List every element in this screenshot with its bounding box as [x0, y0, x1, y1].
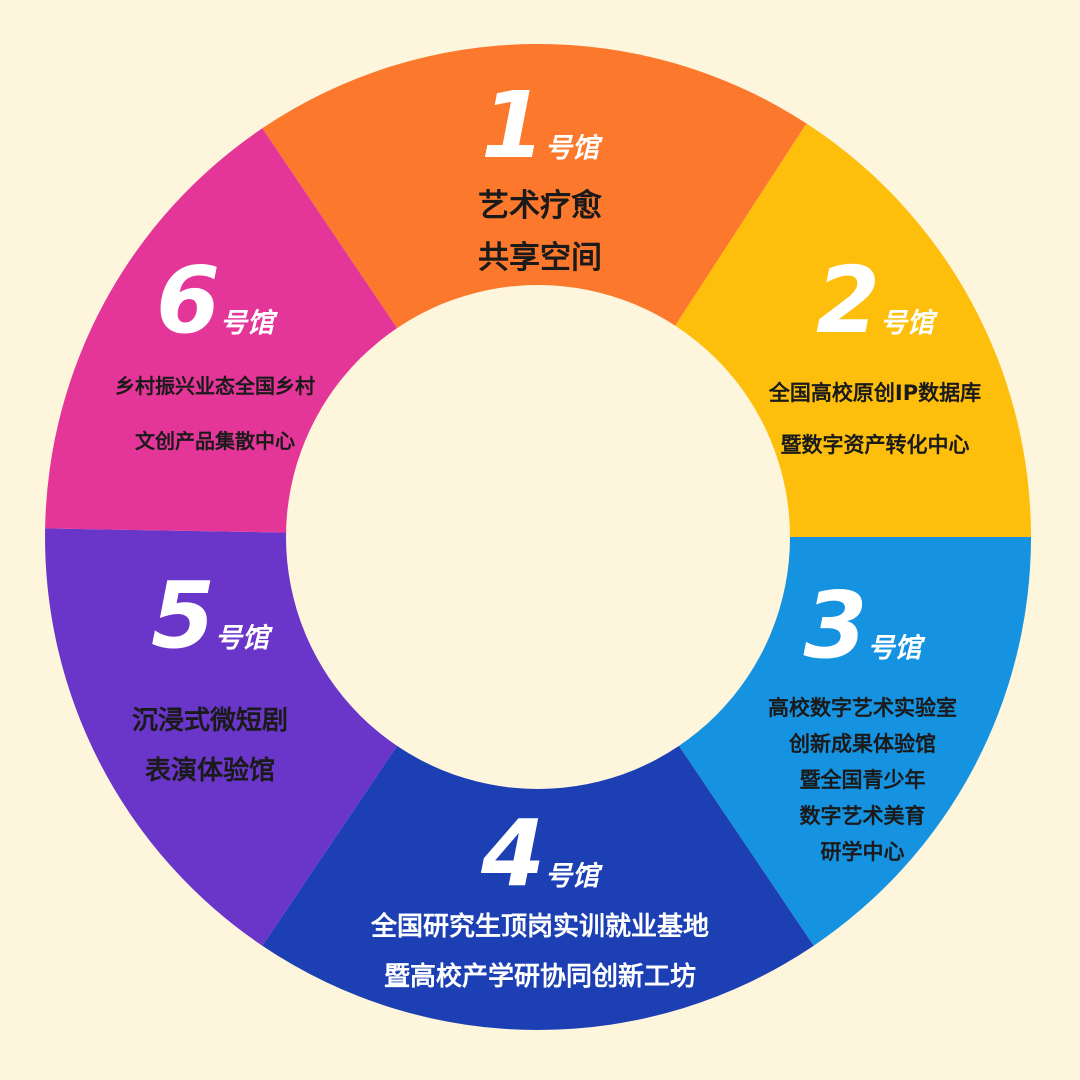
hall-2-label: 2号馆 全国高校原创IP数据库 暨数字资产转化中心: [735, 255, 1015, 471]
hall-2-number: 2: [815, 247, 880, 354]
hall-2-title: 2号馆: [735, 255, 1015, 347]
hall-3-suffix: 号馆: [867, 633, 922, 664]
hall-3-number: 3: [803, 572, 867, 679]
hall-1-line: 艺术疗愈: [478, 188, 602, 224]
hall-3-line: 数字艺术美育: [799, 804, 926, 828]
hall-1-label: 1号馆 艺术疗愈 共享空间: [390, 80, 690, 284]
hall-1-description: 艺术疗愈 共享空间: [390, 180, 690, 284]
hall-4-number: 4: [480, 800, 545, 907]
hall-3-description: 高校数字艺术实验室 创新成果体验馆 暨全国青少年 数字艺术美育 研学中心: [745, 690, 980, 870]
hall-3-line: 创新成果体验馆: [789, 732, 936, 756]
hall-2-line: 暨数字资产转化中心: [780, 433, 970, 457]
hall-2-suffix: 号馆: [880, 308, 934, 339]
hall-3-title: 3号馆: [745, 580, 980, 672]
hall-3-line: 暨全国青少年: [799, 768, 926, 792]
hall-5-description: 沉浸式微短剧 表演体验馆: [90, 696, 330, 796]
hall-4-line: 暨高校产学研协同创新工坊: [383, 962, 696, 992]
hall-2-line: 全国高校原创IP数据库: [768, 381, 982, 405]
hall-4-title: 4号馆: [330, 808, 750, 900]
hall-4-description: 全国研究生顶岗实训就业基地 暨高校产学研协同创新工坊: [330, 902, 750, 1002]
hall-6-title: 6号馆: [80, 255, 350, 347]
hall-1-title: 1号馆: [390, 80, 690, 172]
hall-5-line: 表演体验馆: [144, 756, 275, 786]
hall-1-line: 共享空间: [478, 240, 602, 276]
hall-4-label: 4号馆 全国研究生顶岗实训就业基地 暨高校产学研协同创新工坊: [330, 808, 750, 1002]
hall-4-line: 全国研究生顶岗实训就业基地: [370, 912, 709, 942]
hall-1-suffix: 号馆: [545, 133, 599, 164]
hall-4-suffix: 号馆: [545, 861, 599, 892]
hall-6-suffix: 号馆: [220, 308, 274, 339]
hall-6-line: 乡村振兴业态全国乡村: [115, 374, 315, 398]
hall-5-title: 5号馆: [90, 570, 330, 662]
hall-2-description: 全国高校原创IP数据库 暨数字资产转化中心: [735, 367, 1015, 471]
hall-6-line: 文创产品集散中心: [135, 429, 295, 453]
hall-6-number: 6: [155, 247, 220, 354]
hall-5-line: 沉浸式微短剧: [131, 706, 288, 736]
center-hole: [286, 285, 790, 789]
hall-6-label: 6号馆 乡村振兴业态全国乡村 文创产品集散中心: [80, 255, 350, 469]
hall-5-suffix: 号馆: [215, 623, 269, 654]
hall-5-label: 5号馆 沉浸式微短剧 表演体验馆: [90, 570, 330, 796]
hall-3-label: 3号馆 高校数字艺术实验室 创新成果体验馆 暨全国青少年 数字艺术美育 研学中心: [745, 580, 980, 870]
hall-3-line: 高校数字艺术实验室: [768, 696, 957, 720]
hall-1-number: 1: [480, 72, 545, 179]
hall-3-line: 研学中心: [820, 840, 905, 864]
hall-6-description: 乡村振兴业态全国乡村 文创产品集散中心: [80, 359, 350, 469]
hall-5-number: 5: [150, 562, 215, 669]
